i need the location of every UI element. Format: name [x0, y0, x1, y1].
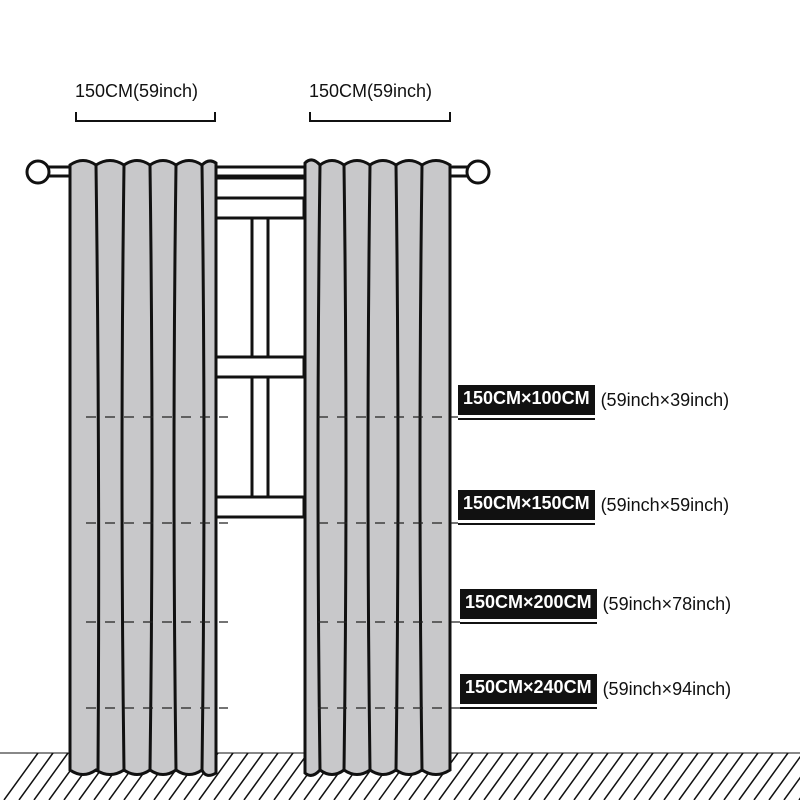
curtain-fold-line — [94, 164, 101, 771]
left-width-bracket — [75, 112, 216, 122]
floor-hatch-line — [513, 752, 549, 800]
floor-hatch-line — [198, 752, 234, 800]
floor-hatch-line — [618, 752, 654, 800]
floor-hatch-line — [468, 752, 504, 800]
left-width-label: 150CM(59inch) — [75, 81, 199, 101]
floor-hatch-line — [243, 752, 279, 800]
floor-hatch-line — [678, 752, 714, 800]
floor-hatch-line — [708, 752, 744, 800]
curtain-fold-line — [418, 164, 424, 771]
size-inch-label: (59inch×59inch) — [600, 494, 730, 515]
floor-hatch-line — [603, 752, 639, 800]
right-width-label: 150CM(59inch) — [309, 81, 433, 101]
floor-hatch-line — [543, 752, 579, 800]
floor-hatch-line — [213, 752, 249, 800]
size-option-100: 150CM×100CM (59inch×39inch) — [458, 385, 729, 415]
size-cm-label: 150CM×240CM — [460, 674, 597, 704]
curtain-fold-line — [200, 164, 206, 771]
size-option-150: 150CM×150CM (59inch×59inch) — [458, 490, 729, 520]
floor-hatch-line — [663, 752, 699, 800]
floor-hatch-line — [3, 752, 39, 800]
window-frame — [214, 168, 306, 519]
floor-hatch-line — [228, 752, 264, 800]
floor-hatch-line — [783, 776, 800, 800]
floor-hatch-line — [738, 752, 774, 800]
curtain-fold-line — [366, 164, 372, 771]
size-cm-label: 150CM×150CM — [458, 490, 595, 520]
floor-hatch-line — [453, 752, 489, 800]
floor-hatch-line — [648, 752, 684, 800]
right-curtain-panel — [303, 158, 452, 777]
size-cm-label: 150CM×100CM — [458, 385, 595, 415]
floor-hatch-line — [723, 752, 759, 800]
size-cm-label: 150CM×200CM — [460, 589, 597, 619]
size-inch-label: (59inch×78inch) — [602, 593, 732, 614]
size-inch-label: (59inch×39inch) — [600, 389, 730, 410]
rod-finial-left — [25, 159, 51, 185]
left-curtain-panel — [68, 159, 218, 777]
floor-hatch-line — [423, 752, 459, 800]
size-option-200: 150CM×200CM (59inch×78inch) — [460, 589, 731, 619]
size-option-240: 150CM×240CM (59inch×94inch) — [460, 674, 731, 704]
curtain-fold-line — [342, 164, 348, 771]
floor-hatch-line — [258, 752, 294, 800]
curtain-fold-line — [172, 164, 178, 771]
curtain-fold-line — [316, 164, 322, 771]
floor-hatch-line — [18, 752, 54, 800]
floor-hatch-line — [633, 752, 669, 800]
length-guides — [86, 416, 460, 709]
right-width-bracket — [309, 112, 451, 122]
floor-hatch-line — [33, 752, 69, 800]
size-inch-label: (59inch×94inch) — [602, 678, 732, 699]
floor-hatch-line — [483, 752, 519, 800]
floor-hatch-line — [438, 752, 474, 800]
floor-hatch-line — [498, 752, 534, 800]
floor-hatch-line — [558, 752, 594, 800]
rod-finial-right — [465, 159, 491, 185]
curtain-fold-line — [148, 164, 154, 771]
floor-hatch-line — [588, 752, 624, 800]
floor-hatch-line — [273, 752, 309, 800]
floor-hatch-line — [753, 752, 789, 800]
floor-hatch-line — [528, 752, 564, 800]
curtain-fold-line — [120, 164, 126, 771]
floor-hatch-line — [693, 752, 729, 800]
curtain-fold-line — [394, 164, 400, 771]
floor-hatch-line — [573, 752, 609, 800]
floor-hatch-line — [768, 755, 800, 800]
